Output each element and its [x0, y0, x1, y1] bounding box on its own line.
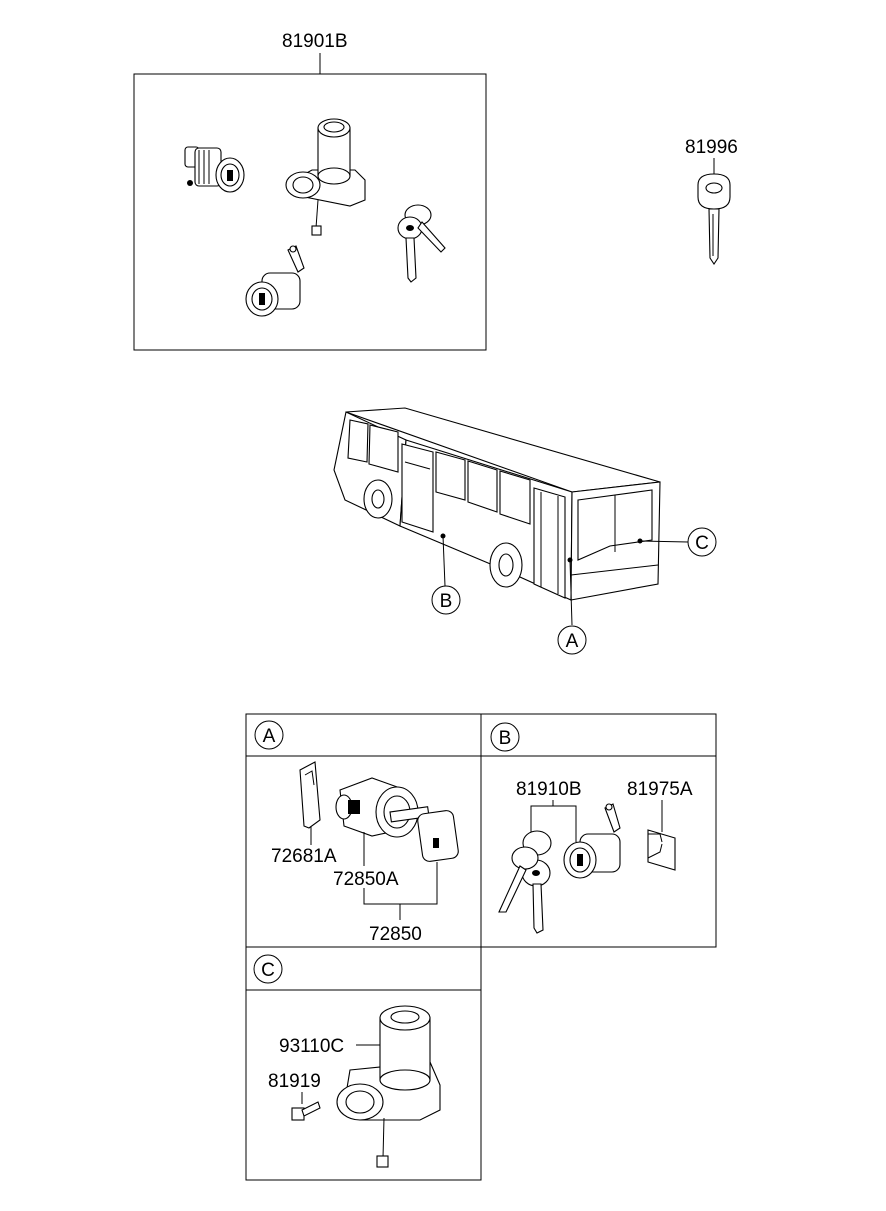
kit-ignition-switch[interactable]	[285, 118, 366, 236]
detail-b-keys[interactable]	[498, 830, 552, 934]
detail-b-clip[interactable]	[647, 829, 676, 871]
callout-a-label: A	[566, 631, 579, 652]
detail-b-tag-circle	[490, 722, 520, 752]
detail-b: B 81910B 81975A	[490, 722, 693, 934]
detail-grid	[245, 713, 717, 1181]
detail-c-ignition-switch[interactable]	[336, 1005, 441, 1168]
kit-keys[interactable]	[397, 204, 446, 283]
detail-b-cylinder-lock[interactable]	[563, 803, 621, 879]
detail-b-tag: B	[499, 728, 512, 749]
callout-c-circle[interactable]	[687, 527, 717, 557]
detail-a-part-1[interactable]: 72681A	[271, 846, 337, 867]
callout-c-label: C	[695, 533, 709, 554]
detail-a-bracket[interactable]	[299, 761, 321, 829]
remote-key[interactable]	[697, 173, 731, 265]
kit-group: 81901B	[133, 31, 487, 351]
detail-c-part-2[interactable]: 81919	[268, 1071, 321, 1092]
detail-a-tag: A	[263, 726, 276, 747]
kit-trunk-lock[interactable]	[245, 245, 305, 317]
bus-illustration: B A C	[333, 407, 717, 655]
kit-door-lock-cylinder[interactable]	[184, 146, 245, 193]
callout-b-label: B	[440, 591, 453, 612]
detail-b-part-2[interactable]: 81975A	[627, 779, 693, 800]
detail-c-tag-circle	[253, 954, 283, 984]
remote-key-group: 81996	[685, 137, 738, 265]
remote-key-part-number[interactable]: 81996	[685, 137, 738, 158]
detail-c-tag: C	[261, 960, 275, 981]
detail-b-part-1[interactable]: 81910B	[516, 779, 582, 800]
detail-a-part-2[interactable]: 72850A	[333, 869, 399, 890]
detail-c: C 93110C 81919	[253, 954, 441, 1168]
detail-a-part-3[interactable]: 72850	[369, 924, 422, 945]
detail-a-tag-circle	[254, 720, 284, 750]
detail-a-lock-cylinder[interactable]	[335, 777, 430, 838]
detail-a-key[interactable]	[417, 810, 459, 863]
kit-frame	[133, 73, 487, 351]
detail-c-part-1[interactable]: 93110C	[279, 1036, 344, 1057]
callout-b-circle[interactable]	[431, 585, 461, 615]
detail-a: A 72681A 72850A 72850	[254, 720, 459, 945]
detail-c-bolt[interactable]	[291, 1101, 321, 1121]
kit-part-number[interactable]: 81901B	[282, 31, 348, 52]
callout-a-circle[interactable]	[557, 625, 587, 655]
